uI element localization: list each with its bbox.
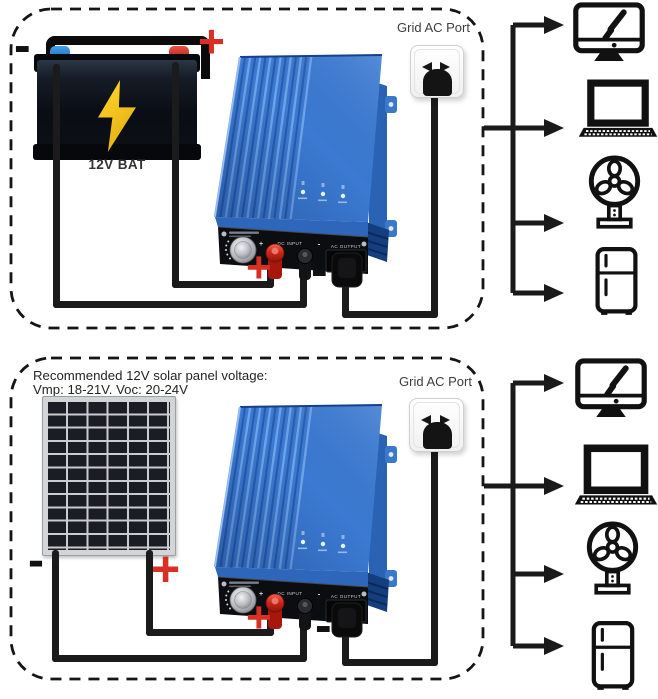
laptop-icon-2 (574, 444, 658, 508)
battery-label: 12V BAT (88, 157, 146, 172)
panel-negative-wire-drop (52, 550, 59, 662)
solar-circuit-box (9, 356, 485, 681)
panel-negative-wire-rise (300, 618, 307, 662)
battery-plus-sign: + (198, 15, 225, 67)
inverter-dc-plus-sign: + (246, 243, 272, 292)
panel-plus-sign: + (151, 541, 181, 597)
panel-positive-wire-drop (146, 550, 153, 636)
panel-negative-wire-run (52, 655, 307, 662)
grid-tie-inverter (205, 50, 397, 302)
ac-cord-rise (431, 90, 438, 318)
outlet-slot-right-2 (440, 415, 450, 425)
fan-icon (586, 154, 643, 236)
ac-cord-drop (342, 278, 349, 318)
solar-panel-cells (48, 402, 170, 550)
battery-positive-wire-run (172, 281, 274, 288)
battery-base (33, 144, 201, 160)
outlet-slot-left-2 (421, 415, 431, 425)
ac-cord-run (342, 311, 438, 318)
grid-tie-inverter-2 (205, 400, 397, 652)
ac-cord-rise-2 (431, 444, 438, 666)
ac-plug-2 (423, 422, 452, 449)
outlet-slot-left (422, 62, 432, 72)
solar-note-line1: Recommended 12V solar panel voltage: (33, 368, 268, 383)
outlet-slot-right (440, 62, 450, 72)
grid-ac-port-label-2: Grid AC Port (399, 374, 472, 389)
grid-ac-port-label: Grid AC Port (397, 20, 470, 35)
refrigerator-icon-2 (588, 621, 638, 692)
ac-plug (423, 69, 452, 96)
laptop-icon (578, 79, 658, 140)
output-arrows-2 (484, 374, 564, 655)
desktop-monitor-icon (572, 2, 646, 64)
panel-minus-sign: - (28, 534, 44, 587)
solar-note-line2: Vmp: 18-21V. Voc: 20-24V (33, 382, 188, 397)
battery-negative-wire-rise (300, 266, 307, 308)
solar-panel (42, 396, 176, 556)
battery-minus-sign: - (14, 17, 31, 73)
ac-cord-run-2 (342, 659, 438, 666)
battery-negative-wire-run (53, 301, 304, 308)
battery-positive-wire-drop (172, 62, 179, 288)
inverter-dc-minus-sign: - (311, 241, 328, 297)
fan-icon-2 (584, 520, 641, 602)
inverter-dc-plus-sign-2: + (246, 593, 272, 642)
inverter-dc-minus-sign-2: - (315, 597, 332, 653)
battery-negative-wire-drop (53, 64, 60, 308)
panel-positive-wire-run (146, 629, 274, 636)
refrigerator-icon (592, 247, 641, 317)
output-arrows (484, 16, 564, 302)
battery-circuit-box (9, 7, 485, 330)
ac-cord-drop-2 (342, 628, 349, 666)
desktop-monitor-icon-2 (574, 358, 648, 420)
